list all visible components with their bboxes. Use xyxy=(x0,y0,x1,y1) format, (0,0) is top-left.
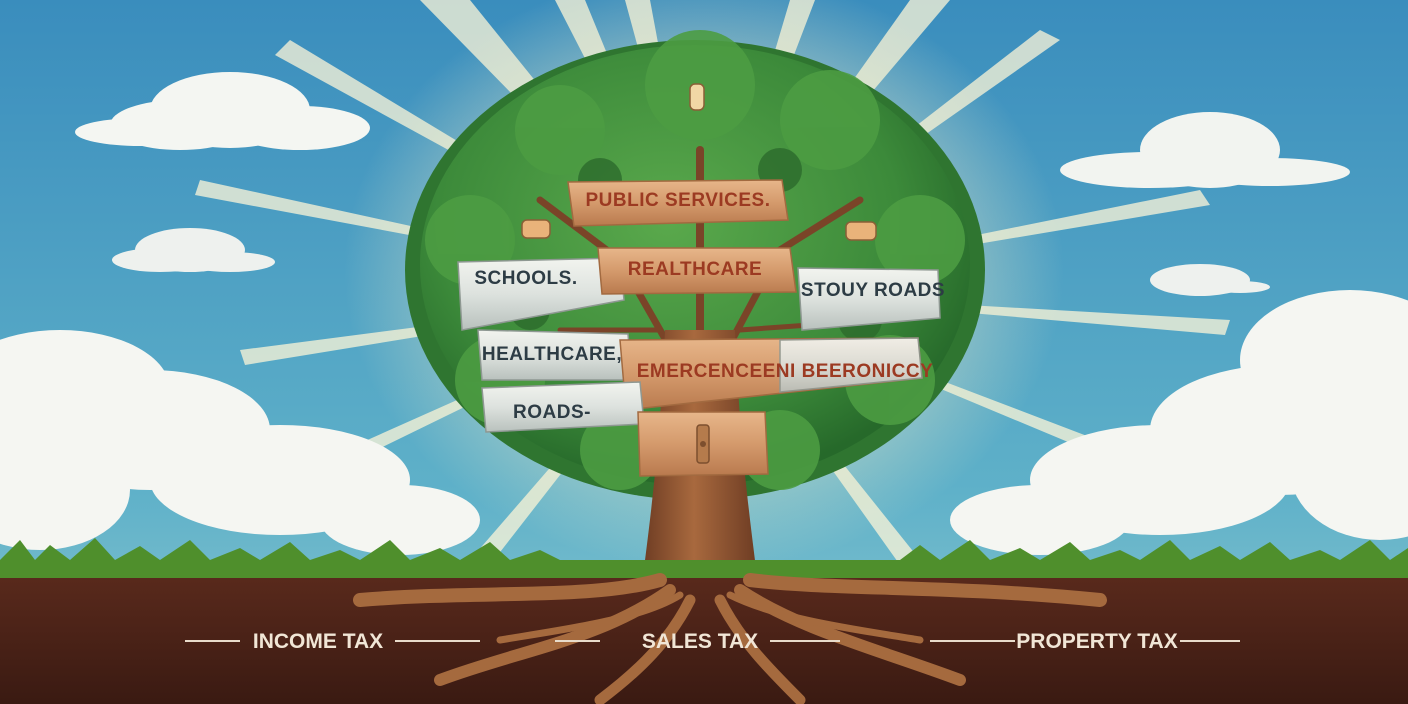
ornament-right xyxy=(845,221,877,241)
root-label-right: PROPERTY TAX xyxy=(930,630,1240,653)
ornament-left xyxy=(521,219,551,239)
ribbon-left-middle-label: HEALTHCARE, xyxy=(482,344,622,365)
root-label-sales-tax: SALES TAX xyxy=(642,630,758,653)
ribbon-left-upper: SCHOOLS. xyxy=(457,257,625,331)
ribbon-left-lower: ROADS- xyxy=(481,381,645,433)
ribbon-bottom-wide-label: EMERCENCEENI BEERONICCY xyxy=(637,361,934,382)
ribbon-top: PUBLIC SERVICES. xyxy=(567,179,789,227)
cloud-top-left xyxy=(75,72,370,150)
trunk-belt xyxy=(637,411,769,477)
cloud-small-right xyxy=(1150,264,1270,296)
cloud-top-right xyxy=(1060,112,1350,188)
root-label-left: INCOME TAX xyxy=(185,630,480,653)
soil xyxy=(0,572,1408,704)
tree-roots xyxy=(353,573,1107,704)
root-label-property-tax: PROPERTY TAX xyxy=(1016,630,1177,653)
ribbon-center: REALTHCARE xyxy=(597,247,797,295)
ornament-top xyxy=(689,83,705,111)
ribbon-top-label: PUBLIC SERVICES. xyxy=(585,190,770,211)
root-label-center: SALES TAX xyxy=(555,630,840,653)
cloud-bottom-right xyxy=(950,290,1408,555)
cloud-mid-left xyxy=(112,228,275,272)
ribbon-center-label: REALTHCARE xyxy=(628,259,762,280)
ribbon-right-upper: STOUY ROADS xyxy=(797,267,945,331)
ribbon-left-upper-label: SCHOOLS. xyxy=(474,268,577,289)
grass xyxy=(0,538,1408,578)
cloud-bottom-left xyxy=(0,330,480,555)
ribbon-right-upper-label: STOUY ROADS xyxy=(801,280,945,301)
root-label-income-tax: INCOME TAX xyxy=(253,630,383,653)
ribbon-left-lower-label: ROADS- xyxy=(513,402,591,423)
ribbon-bottom-wide: EMERCENCEENI BEERONICCY xyxy=(619,337,934,411)
ribbon-left-middle: HEALTHCARE, xyxy=(477,329,633,381)
